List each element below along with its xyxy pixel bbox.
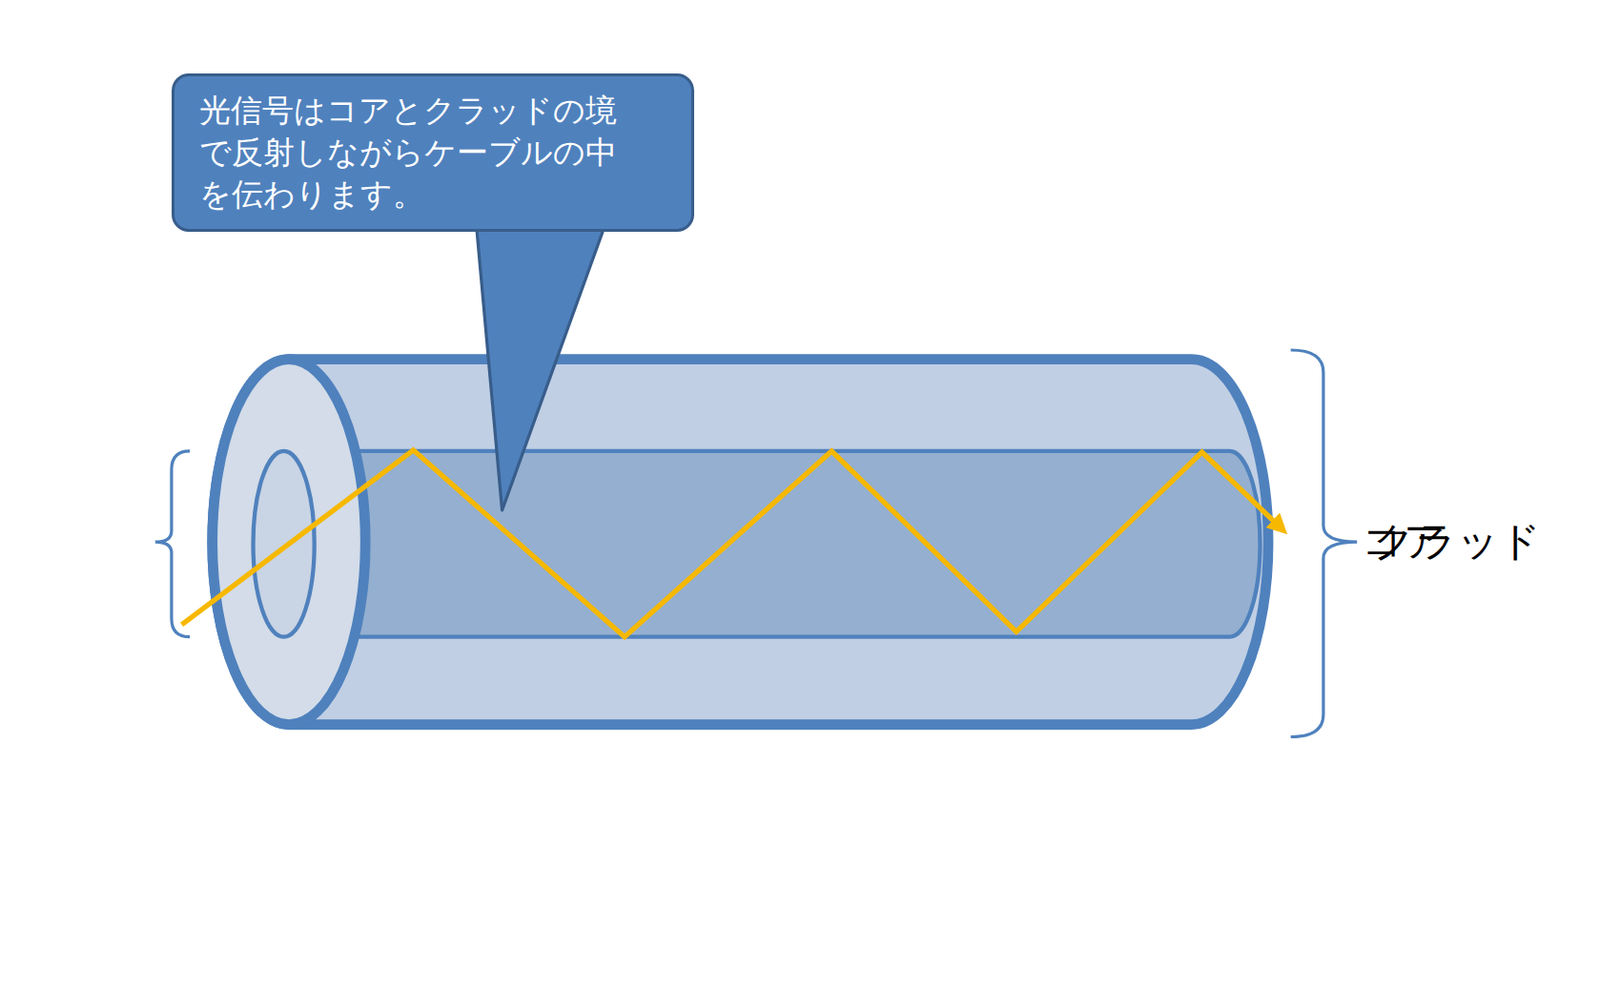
cladding-label: クラッド (1373, 516, 1541, 567)
callout-text: 光信号はコアとクラッドの境 で反射しながらケーブルの中 を伝わります。 (199, 89, 673, 216)
callout-bubble: 光信号はコアとクラッドの境 で反射しながらケーブルの中 を伝わります。 (171, 73, 695, 232)
light-path (182, 450, 1282, 637)
cladding-bracket (1291, 349, 1358, 738)
callout-tail (475, 216, 609, 511)
core-bracket (155, 451, 190, 637)
core-body (284, 451, 1261, 637)
core-face (253, 451, 315, 637)
